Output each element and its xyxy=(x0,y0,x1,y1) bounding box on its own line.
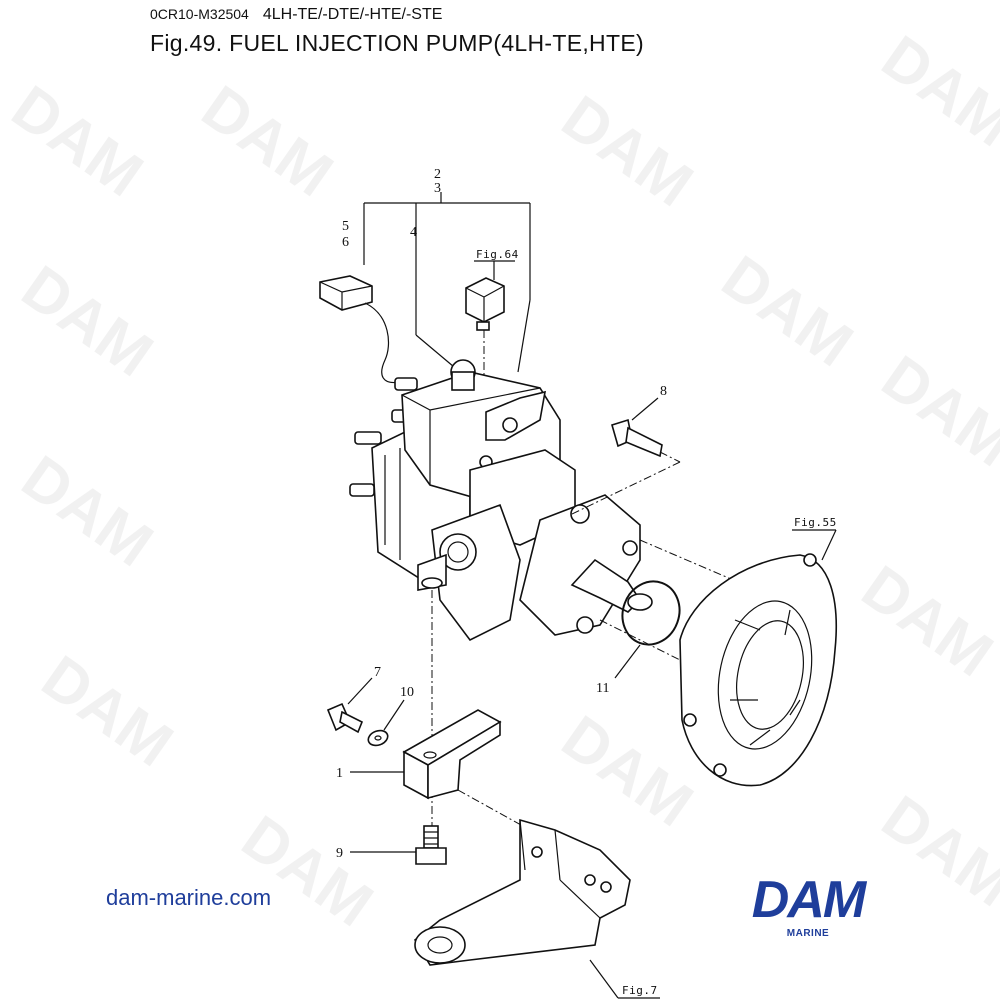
part-code: 0CR10-M32504 xyxy=(150,6,249,22)
callout-10: 10 xyxy=(400,685,414,700)
callout-5: 5 xyxy=(342,219,349,234)
watermark-text: DAM xyxy=(850,553,1000,691)
washer-part-10 xyxy=(367,699,405,747)
watermark-text: DAM xyxy=(230,803,385,941)
callout-6: 6 xyxy=(342,235,349,250)
callout-3: 3 xyxy=(434,181,441,196)
watermark-text: DAM xyxy=(0,73,155,211)
top-leader-bracket xyxy=(363,192,531,373)
callout-4: 4 xyxy=(410,225,417,240)
dam-marine-logo: DAM MARINE xyxy=(718,871,898,939)
callout-9: 9 xyxy=(336,846,343,861)
watermark-text: DAM xyxy=(190,73,345,211)
engine-models: 4LH-TE/-DTE/-HTE/-STE xyxy=(262,6,443,23)
bolt-part-8 xyxy=(569,397,681,516)
connector-with-wire xyxy=(319,275,401,384)
ref-fig64: Fig.64 xyxy=(476,248,519,261)
callout-2: 2 xyxy=(434,167,441,182)
watermark-text: DAM xyxy=(870,23,1000,161)
engine-flange-fig55 xyxy=(679,553,838,787)
logo-subtitle: MARINE xyxy=(786,928,830,939)
website-link[interactable]: dam-marine.com xyxy=(106,885,272,910)
watermark-text: DAM xyxy=(710,243,865,381)
figure-title: Fig.49. FUEL INJECTION PUMP(4LH-TE,HTE) xyxy=(150,30,644,56)
watermark-text: DAM xyxy=(550,703,705,841)
callout-7: 7 xyxy=(374,665,381,680)
watermark-text: DAM xyxy=(10,253,165,391)
engine-bracket-fig7 xyxy=(413,789,631,966)
watermark-text: DAM xyxy=(550,83,705,221)
ref-fig7: Fig.7 xyxy=(622,984,658,997)
fuel-injection-pump-body xyxy=(349,359,653,642)
document-code: 0CR10-M32504 4LH-TE/-DTE/-HTE/-STE xyxy=(150,6,442,24)
callout-11: 11 xyxy=(596,681,609,696)
watermark-text: DAM xyxy=(10,443,165,581)
ref-fig55: Fig.55 xyxy=(794,516,837,529)
watermark-text: DAM xyxy=(870,343,1000,481)
watermark-text: DAM xyxy=(30,643,185,781)
logo-brand: DAM xyxy=(751,871,866,929)
bracket-part-1 xyxy=(350,709,502,800)
callout-1: 1 xyxy=(336,766,343,781)
bolt-part-7 xyxy=(326,677,373,734)
callout-8: 8 xyxy=(660,384,667,399)
o-ring-part-11 xyxy=(614,580,681,679)
bolt-part-9 xyxy=(350,825,447,865)
